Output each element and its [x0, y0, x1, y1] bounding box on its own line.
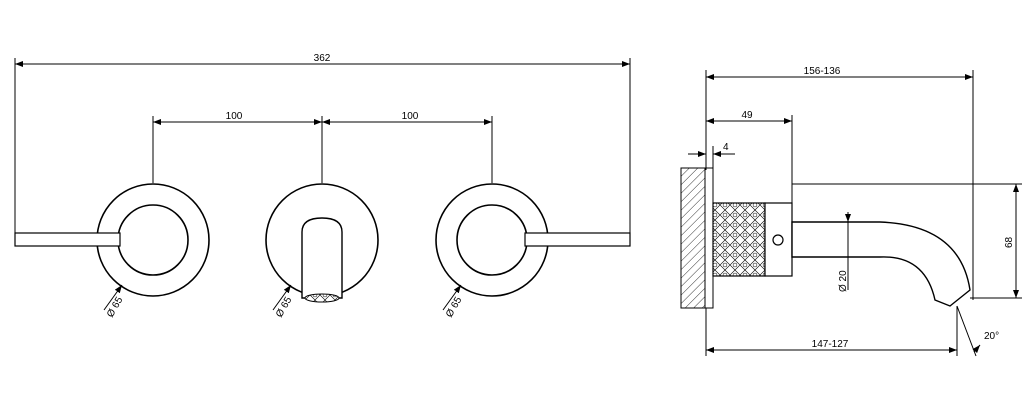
label-diameter-right: Ø 65: [444, 295, 465, 320]
front-view: 362 100 100 Ø 65 Ø 65: [14, 53, 631, 320]
center-spout: Ø 65: [265, 183, 379, 320]
set-screw: [772, 234, 784, 246]
label-angle: 20°: [984, 331, 999, 342]
side-view: 156-136 49 4 Ø 20 68: [680, 66, 1022, 357]
label-height: 68: [1004, 236, 1015, 248]
left-knob: [117, 204, 189, 276]
spout-body: [301, 217, 343, 299]
wall-plate: [704, 167, 714, 309]
right-knob: [456, 204, 528, 276]
label-spacing-right: 100: [402, 111, 419, 122]
label-spacing-left: 100: [226, 111, 243, 122]
dimension-angle: 20°: [956, 305, 999, 357]
wall-section: [680, 167, 706, 309]
left-lever: [14, 232, 121, 247]
right-lever: [524, 232, 631, 247]
aerator: [304, 293, 340, 303]
label-body-length: 49: [741, 110, 753, 121]
dimension-spout-diameter: Ø 20: [838, 212, 851, 292]
dimension-overall-width: 362: [14, 53, 631, 240]
label-overall-width: 362: [314, 53, 331, 64]
dimension-wall-gap: 4: [688, 142, 735, 168]
dimension-height: 68: [792, 183, 1022, 299]
right-handle: Ø 65: [435, 183, 631, 320]
dimension-spacing: 100 100: [152, 111, 493, 183]
label-diameter-center: Ø 65: [274, 295, 295, 320]
dimension-spout-reach: 147-127: [705, 306, 958, 356]
label-spout-reach: 147-127: [812, 339, 849, 350]
left-handle: Ø 65: [14, 183, 210, 320]
dimension-body-length: 49: [706, 110, 793, 203]
label-spout-diameter: Ø 20: [838, 270, 849, 292]
knurled-body: [712, 202, 766, 277]
side-spout: [791, 221, 971, 307]
label-projection: 156-136: [804, 66, 841, 77]
label-diameter-left: Ø 65: [105, 295, 126, 320]
label-wall-gap: 4: [723, 142, 729, 153]
